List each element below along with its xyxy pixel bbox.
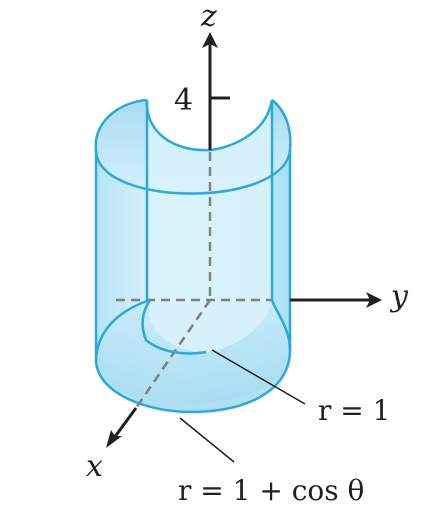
bottom-inner-rim: [141, 299, 207, 355]
outer-surface-equation: r = 1 + cos θ: [178, 474, 364, 507]
bottom-outer-rim: [94, 299, 292, 414]
x-axis: [112, 407, 138, 439]
x-axis-label: x: [86, 449, 103, 484]
z-tick-label: 4: [174, 83, 193, 118]
z-axis-label: z: [200, 0, 217, 34]
bottom-back-rim: [94, 298, 151, 363]
y-axis-arrowhead: [366, 292, 382, 308]
inner-surface-equation: r = 1: [318, 394, 390, 427]
inner-surface-leader: [211, 349, 306, 405]
inner-cylinder-wall: [146, 100, 272, 352]
x-axis-hidden-segment: [134, 299, 212, 409]
y-axis-label: y: [389, 279, 409, 314]
top-inner-rim: [145, 99, 274, 152]
top-outer-rim: [94, 98, 292, 195]
outer-surface-leader: [179, 417, 235, 463]
surface-outlines: [94, 98, 292, 414]
x-axis-arrowhead: [106, 430, 122, 448]
z-axis-arrowhead: [202, 32, 218, 48]
